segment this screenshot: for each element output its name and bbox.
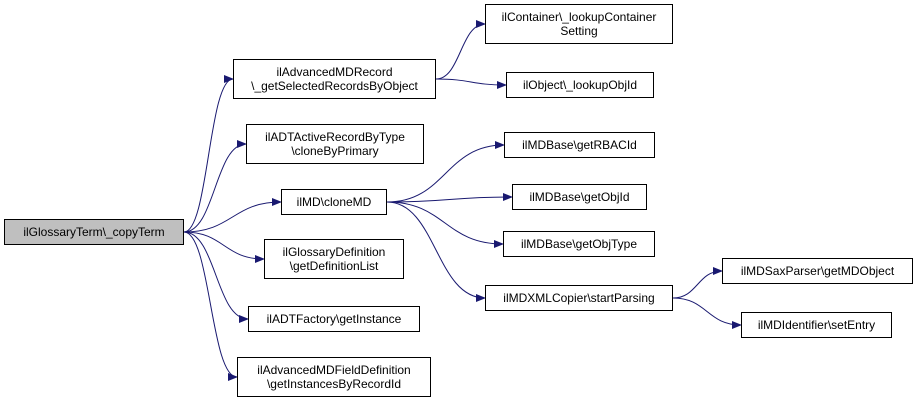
node-label: Setting bbox=[560, 24, 598, 38]
node-label: \_getSelectedRecordsByObject bbox=[251, 79, 418, 93]
edge-adv_record-to-object bbox=[435, 78, 507, 89]
node-advancedmdfielddefinition-getinstances[interactable]: ilAdvancedMDFieldDefinition \getInstance… bbox=[237, 357, 431, 397]
node-label: \cloneByPrimary bbox=[291, 144, 379, 158]
node-label: ilMDBase\getObjType bbox=[520, 237, 638, 251]
node-mdidentifier-setentry[interactable]: ilMDIdentifier\setEntry bbox=[741, 312, 892, 338]
node-glossaryterm-copyterm: ilGlossaryTerm\_copyTerm bbox=[4, 219, 184, 245]
node-label: ilObject\_lookupObjId bbox=[522, 78, 638, 92]
node-label: ilMDSaxParser\getMDObject bbox=[740, 264, 895, 278]
node-adtactiverecordbytype-clonebyprimary[interactable]: ilADTActiveRecordByType \cloneByPrimary bbox=[246, 124, 424, 164]
node-label: ilADTActiveRecordByType bbox=[265, 130, 405, 144]
edge-root-to-adt_factory bbox=[183, 231, 249, 323]
edge-clonemd-to-objid bbox=[386, 193, 513, 203]
node-label: ilContainer\_lookupContainer bbox=[501, 10, 657, 24]
edge-root-to-glossary_def bbox=[183, 231, 265, 263]
edge-clonemd-to-objtype bbox=[386, 201, 504, 248]
node-md-clonemd[interactable]: ilMD\cloneMD bbox=[281, 189, 387, 215]
node-glossarydefinition-getdefinitionlist[interactable]: ilGlossaryDefinition \getDefinitionList bbox=[264, 239, 404, 279]
edge-adv_record-to-container bbox=[435, 20, 486, 80]
node-advancedmdrecord-getselectedrecords[interactable]: ilAdvancedMDRecord \_getSelectedRecordsB… bbox=[233, 59, 436, 99]
edge-root-to-adv_record bbox=[183, 75, 234, 233]
node-label: ilAdvancedMDRecord bbox=[276, 65, 393, 79]
node-label: ilMDIdentifier\setEntry bbox=[757, 318, 876, 332]
edge-xmlcopier-to-identifier bbox=[672, 297, 742, 329]
node-label: ilGlossaryDefinition bbox=[282, 245, 386, 259]
edge-xmlcopier-to-saxparser bbox=[672, 267, 723, 299]
edge-root-to-active_record bbox=[183, 140, 247, 233]
node-container-lookupcontainersetting[interactable]: ilContainer\_lookupContainer Setting bbox=[485, 4, 673, 44]
node-label: ilGlossaryTerm\_copyTerm bbox=[23, 225, 165, 239]
edge-clonemd-to-xmlcopier bbox=[386, 201, 486, 302]
node-mdbase-getobjtype[interactable]: ilMDBase\getObjType bbox=[503, 231, 655, 257]
node-label: ilADTFactory\getInstance bbox=[266, 312, 402, 326]
node-adtfactory-getinstance[interactable]: ilADTFactory\getInstance bbox=[248, 306, 420, 332]
node-label: \getInstancesByRecordId bbox=[266, 377, 402, 391]
node-label: ilMDBase\getRBACId bbox=[522, 138, 637, 152]
node-mdsaxparser-getmdobject[interactable]: ilMDSaxParser\getMDObject bbox=[722, 258, 913, 284]
edge-root-to-field_def bbox=[183, 231, 238, 381]
node-object-lookupobjid[interactable]: ilObject\_lookupObjId bbox=[506, 72, 654, 98]
node-mdbase-getrbacid[interactable]: ilMDBase\getRBACId bbox=[504, 132, 655, 158]
node-mdxmlcopier-startparsing[interactable]: ilMDXMLCopier\startParsing bbox=[485, 285, 673, 311]
edge-clonemd-to-rbac bbox=[386, 141, 505, 203]
node-label: ilMD\cloneMD bbox=[296, 195, 372, 209]
node-label: \getDefinitionList bbox=[289, 259, 379, 273]
node-label: ilMDBase\getObjId bbox=[529, 190, 630, 204]
node-mdbase-getobjid[interactable]: ilMDBase\getObjId bbox=[512, 184, 647, 210]
node-label: ilMDXMLCopier\startParsing bbox=[503, 291, 655, 305]
edge-root-to-clonemd bbox=[183, 198, 282, 233]
node-label: ilAdvancedMDFieldDefinition bbox=[257, 363, 411, 377]
